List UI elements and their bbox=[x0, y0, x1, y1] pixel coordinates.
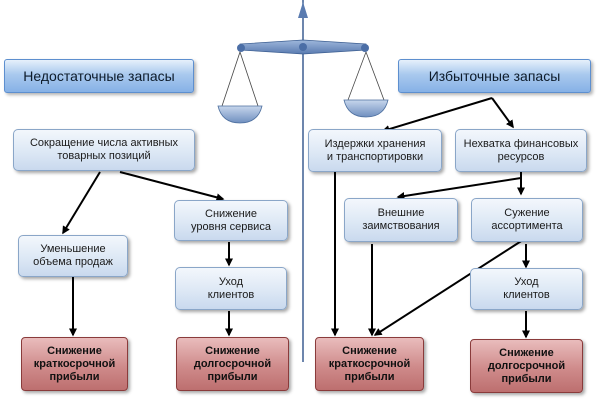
assortment-cut-box: Сужение ассортимента bbox=[471, 198, 583, 242]
long-profit-box-left: Снижение долгосрочной прибыли bbox=[176, 337, 289, 391]
arrow bbox=[62, 171, 101, 235]
left-title: Недостаточные запасы bbox=[4, 59, 194, 93]
arrow bbox=[381, 97, 493, 133]
service-drop-box: Снижение уровня сервиса bbox=[174, 200, 288, 241]
arrow bbox=[491, 97, 514, 129]
short-profit-box-right: Снижение краткосрочной прибыли bbox=[315, 337, 424, 391]
funds-shortage-box: Нехватка финансовых ресурсов bbox=[455, 129, 587, 172]
external-loans-box: Внешние заимствования bbox=[344, 198, 458, 242]
client-loss-box-right: Уход клиентов bbox=[470, 268, 583, 310]
storage-costs-box: Издержки хранения и транспортировки bbox=[308, 129, 442, 172]
client-loss-box-left: Уход клиентов bbox=[175, 267, 287, 310]
right-title: Избыточные запасы bbox=[398, 59, 591, 93]
short-profit-box-left: Снижение краткосрочной прибыли bbox=[21, 337, 128, 391]
long-profit-box-right: Снижение долгосрочной прибыли bbox=[470, 339, 583, 393]
arrow bbox=[373, 237, 527, 336]
arrow bbox=[119, 171, 225, 202]
arrow bbox=[396, 177, 522, 200]
reduce-positions-box: Сокращение числа активных товарных позиц… bbox=[13, 129, 195, 171]
reduce-sales-box: Уменьшение объема продаж bbox=[18, 235, 128, 277]
